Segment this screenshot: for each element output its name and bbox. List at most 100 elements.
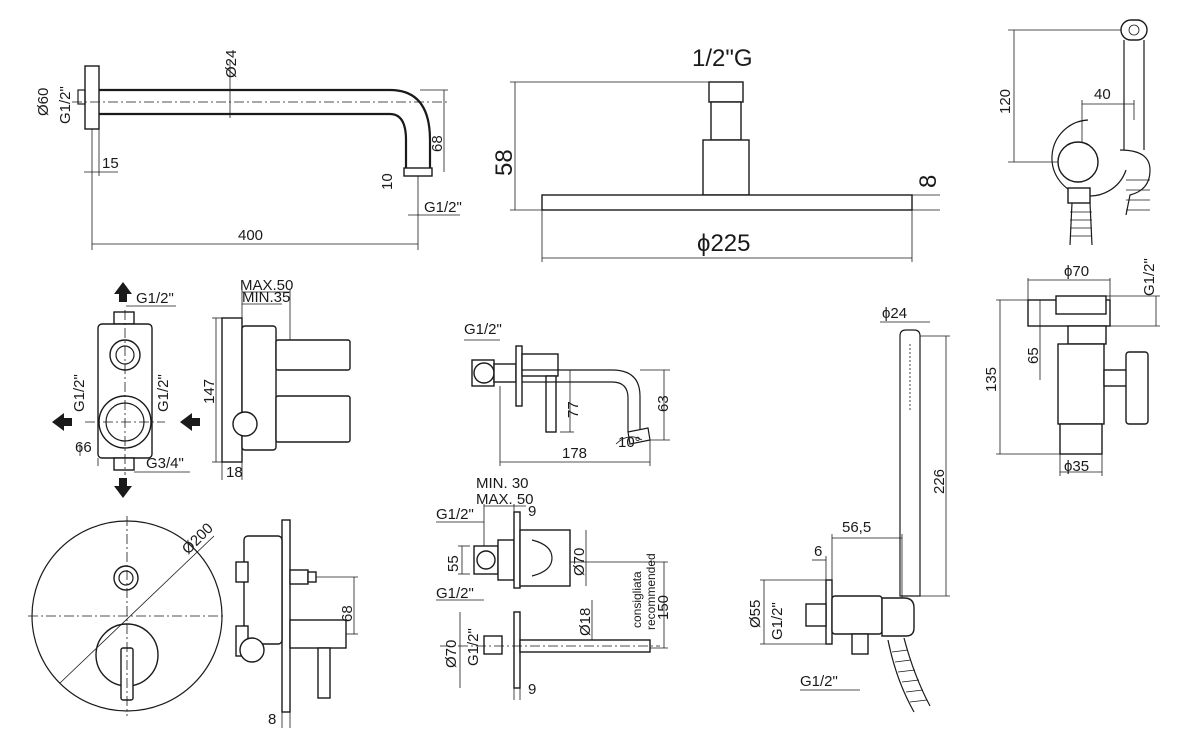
valve-g12-left-label: G1/2"	[71, 374, 88, 412]
mixer-dim-55-label: 55	[445, 555, 462, 572]
mixer-dim-150-label: 150	[655, 595, 672, 620]
spout-top-g12-label: G1/2"	[465, 628, 482, 666]
mixer-views: MIN. 30 MAX. 50 9 G1/2" 55 Ø70 G1/2" con…	[436, 475, 672, 700]
plate-side-knob-cap	[307, 571, 317, 583]
hose	[887, 637, 931, 713]
plate-side-knob	[289, 569, 309, 585]
elbow-holder	[881, 597, 915, 637]
box-dim-18-label: 18	[226, 464, 243, 481]
valve-front-view: G1/2" G1/2" G1/2" 66 G3/4"	[52, 282, 200, 498]
box-port	[232, 411, 258, 437]
bidet-d70-label: ϕ70	[1064, 263, 1089, 280]
hand-dim-6-label: 6	[814, 543, 822, 560]
plate-side-mixer	[289, 619, 347, 649]
plate-side-view: 68 8	[235, 519, 358, 728]
holder-cradle-rings	[1126, 179, 1150, 211]
holder-shower-tip	[1120, 19, 1148, 41]
plate-d200-leader	[59, 535, 215, 684]
hand-dim-56-label: 56,5	[842, 519, 871, 536]
hand-g12-bot-label: G1/2"	[800, 673, 838, 690]
mixer-handle	[519, 529, 571, 587]
arm-tip	[403, 167, 433, 177]
valve-arrow-up	[114, 282, 132, 302]
plate-side-port-ring	[239, 637, 265, 663]
arm-wall-flange	[84, 65, 100, 130]
plate-dim-8-label: 8	[268, 711, 276, 728]
arm-pipe-bottom	[99, 112, 408, 172]
hand-g12-v-label: G1/2"	[769, 602, 786, 640]
box-min35-label: MIN.35	[242, 289, 290, 306]
mixer-inlet-ring	[476, 550, 496, 570]
spout-dim-178-label: 178	[562, 445, 587, 462]
spout-wall-plate	[515, 345, 523, 407]
hand-shower-view: ϕ24 226 56,5 6 Ø55 G1/2" G1/2"	[747, 305, 950, 713]
mixer-consigliata-label: consigliata	[630, 571, 644, 628]
spout-dim-77-label: 77	[565, 401, 582, 418]
valve-arrow-right	[180, 413, 200, 431]
elbow-wall-plate	[825, 579, 833, 645]
head-dim-8-label: 8	[915, 175, 942, 188]
holder-hose-conn	[1069, 202, 1093, 246]
mixer-d70-label: Ø70	[571, 548, 588, 576]
spout-top-d18-label: Ø18	[577, 608, 594, 636]
spout-top-dim-9-label: 9	[528, 681, 536, 698]
head-g12-label: 1/2"G	[692, 45, 753, 72]
box-dim-147-label: 147	[201, 379, 218, 404]
valve-arrow-left	[52, 413, 72, 431]
spout-body-top	[521, 353, 559, 377]
valve-top-port	[113, 311, 135, 325]
mixer-max50-label: MAX. 50	[476, 491, 534, 508]
bidet-d35-label: ϕ35	[1064, 458, 1089, 475]
plate-side-disc	[281, 519, 291, 713]
holder-tip-hole	[1128, 24, 1140, 36]
arm-g12-left-label: G1/2"	[57, 86, 74, 124]
box-max50-label: MAX.50	[240, 277, 293, 294]
bidet-g12-label: G1/2"	[1141, 258, 1158, 296]
bidet-top-nut	[1055, 295, 1107, 315]
bidet-valve-view: ϕ70 G1/2" 65 135 ϕ35	[983, 258, 1160, 476]
spout-inlet-ring	[473, 362, 495, 384]
spout-lever	[545, 375, 557, 433]
arm-d24-label: Ø24	[223, 50, 240, 78]
plate-diverter-knob	[113, 565, 139, 591]
bidet-dim-135-label: 135	[983, 367, 1000, 392]
holder-hose-rings	[1070, 211, 1092, 237]
plate-dim-68-label: 68	[339, 605, 356, 622]
arm-dim-15-label: 15	[102, 155, 119, 172]
spout-view: G1/2" 77 63 178 10°	[464, 321, 672, 466]
plate-side-valve	[243, 535, 283, 645]
spout-tube-top	[522, 369, 641, 430]
spout-dim-63-label: 63	[655, 395, 672, 412]
plate-side-lever	[317, 647, 331, 699]
holder-outlet-nut	[1067, 187, 1091, 204]
valve-dim-66-label: 66	[75, 439, 92, 456]
holder-view: 120 40	[997, 19, 1151, 246]
head-connector	[710, 101, 742, 141]
holder-round-plate	[1051, 119, 1127, 197]
spout-top-wall-plate	[513, 611, 521, 689]
spout-angle-arc	[615, 436, 643, 445]
box-upper-cap	[275, 339, 351, 371]
bidet-dim-65-label: 65	[1025, 347, 1042, 364]
holder-shower-body	[1123, 40, 1145, 150]
bidet-collar	[1067, 325, 1107, 345]
spout-tube-bottom	[522, 381, 629, 432]
arm-g12-tip-label: G1/2"	[424, 199, 462, 216]
valve-arrow-down	[114, 478, 132, 498]
plate-front-view: Ø200	[28, 516, 226, 716]
shower-arm-view: Ø24 Ø60 G1/2" 15 68 10 G1/2" 400	[35, 50, 462, 250]
arm-d60-label: Ø60	[35, 88, 52, 116]
hose-windings	[891, 649, 928, 703]
mixer-dim-9-top-label: 9	[528, 503, 536, 520]
mixer-g12-top-label: G1/2"	[436, 506, 474, 523]
arm-dim-400-label: 400	[238, 227, 263, 244]
elbow-outlet	[851, 633, 869, 655]
spout-angle-label: 10°	[618, 434, 641, 451]
bidet-side-pipe	[1103, 369, 1129, 387]
holder-cradle	[1119, 149, 1151, 216]
elbow-inlet	[805, 603, 827, 627]
head-d225-label: ϕ225	[697, 230, 750, 257]
hand-dim-226-label: 226	[931, 469, 948, 494]
shower-head-view: 1/2"G 58 8 ϕ225	[491, 45, 942, 262]
